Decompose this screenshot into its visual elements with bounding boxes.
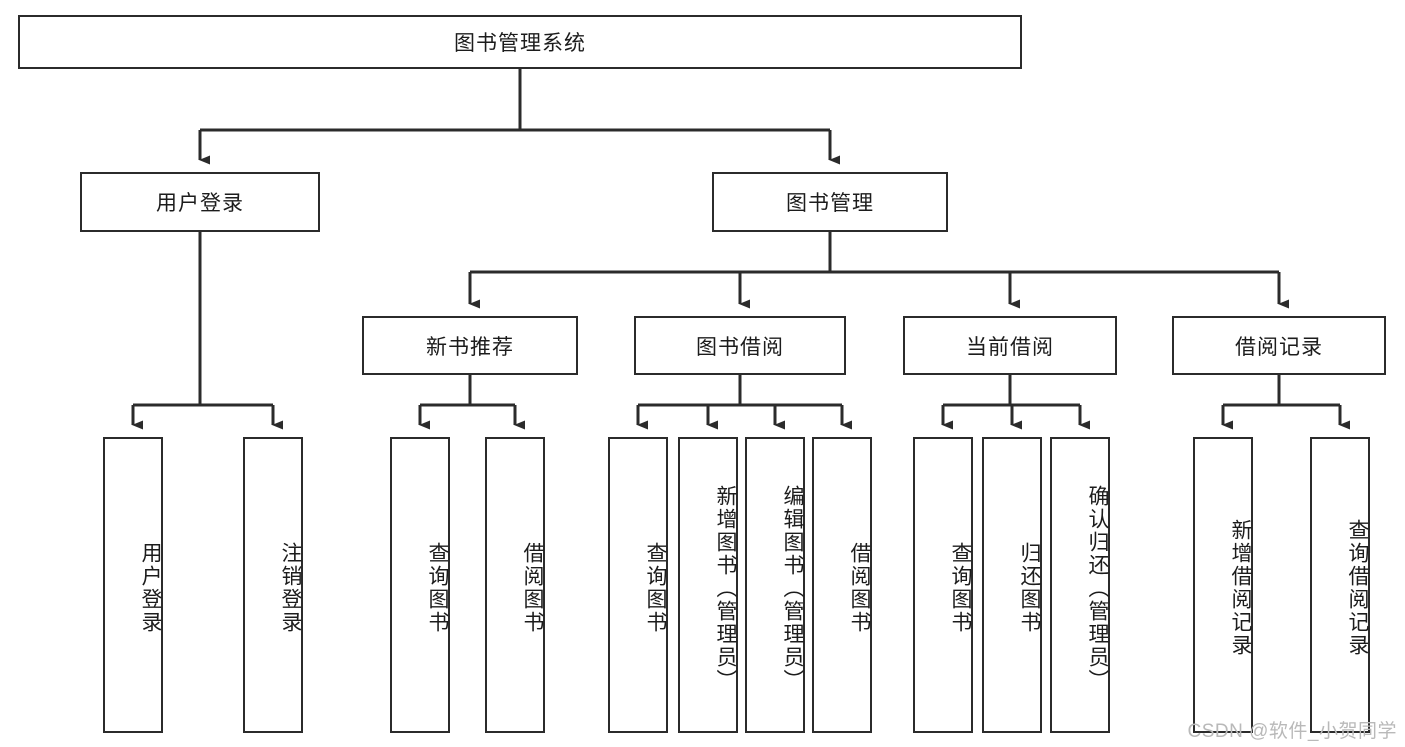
leaf-query-book-borrow-label: 查询图书 (644, 542, 667, 634)
leaf-query-book-current-label: 查询图书 (949, 542, 972, 634)
node-book-borrow[interactable]: 图书借阅 (634, 316, 846, 375)
leaf-return-book-label: 归还图书 (1018, 542, 1041, 634)
leaf-return-book[interactable]: 归还图书 (982, 437, 1042, 733)
leaf-borrow-book-recommend-label: 借阅图书 (521, 542, 544, 634)
leaf-query-book-borrow[interactable]: 查询图书 (608, 437, 668, 733)
node-book-management[interactable]: 图书管理 (712, 172, 948, 232)
connector-new-books-to-leaves (418, 375, 525, 430)
node-user-login[interactable]: 用户登录 (80, 172, 320, 232)
leaf-query-borrow-record[interactable]: 查询借阅记录 (1310, 437, 1370, 733)
node-root-label: 图书管理系统 (454, 32, 586, 55)
connector-current-borrow-to-leaves (941, 375, 1090, 430)
node-new-book-recommend-label: 新书推荐 (426, 335, 514, 359)
leaf-confirm-return-admin[interactable]: 确认归还（管理员） (1050, 437, 1110, 733)
connector-root-to-level2 (198, 69, 840, 165)
node-borrow-records[interactable]: 借阅记录 (1172, 316, 1386, 375)
leaf-query-book-recommend[interactable]: 查询图书 (390, 437, 450, 733)
leaf-add-book-admin-label: 新增图书（管理员） (714, 484, 737, 692)
leaf-edit-book-admin[interactable]: 编辑图书（管理员） (745, 437, 805, 733)
leaf-user-login[interactable]: 用户登录 (103, 437, 163, 733)
leaf-query-book-recommend-label: 查询图书 (426, 542, 449, 634)
node-current-borrow-label: 当前借阅 (966, 335, 1054, 359)
connector-records-to-leaves (1221, 375, 1350, 430)
leaf-query-borrow-record-label: 查询借阅记录 (1346, 519, 1369, 657)
node-current-borrow[interactable]: 当前借阅 (903, 316, 1117, 375)
connector-book-mgmt-to-level3 (468, 232, 1289, 309)
leaf-query-book-current[interactable]: 查询图书 (913, 437, 973, 733)
leaf-borrow-book-recommend[interactable]: 借阅图书 (485, 437, 545, 733)
leaf-add-borrow-record-label: 新增借阅记录 (1229, 519, 1252, 657)
leaf-add-borrow-record[interactable]: 新增借阅记录 (1193, 437, 1253, 733)
connector-user-login-to-leaves (131, 232, 283, 430)
leaf-confirm-return-admin-label: 确认归还（管理员） (1086, 484, 1109, 692)
leaf-add-book-admin[interactable]: 新增图书（管理员） (678, 437, 738, 733)
leaf-user-login-label: 用户登录 (139, 542, 162, 634)
connector-borrow-to-leaves (636, 375, 852, 430)
node-book-management-label: 图书管理 (786, 192, 874, 215)
node-borrow-records-label: 借阅记录 (1235, 335, 1323, 359)
node-new-book-recommend[interactable]: 新书推荐 (362, 316, 578, 375)
node-book-borrow-label: 图书借阅 (696, 335, 784, 359)
leaf-borrow-book[interactable]: 借阅图书 (812, 437, 872, 733)
leaf-logout-label: 注销登录 (279, 542, 302, 634)
leaf-borrow-book-label: 借阅图书 (848, 542, 871, 634)
leaf-logout[interactable]: 注销登录 (243, 437, 303, 733)
leaf-edit-book-admin-label: 编辑图书（管理员） (781, 484, 804, 692)
node-root[interactable]: 图书管理系统 (18, 15, 1022, 69)
node-user-login-label: 用户登录 (156, 192, 244, 215)
